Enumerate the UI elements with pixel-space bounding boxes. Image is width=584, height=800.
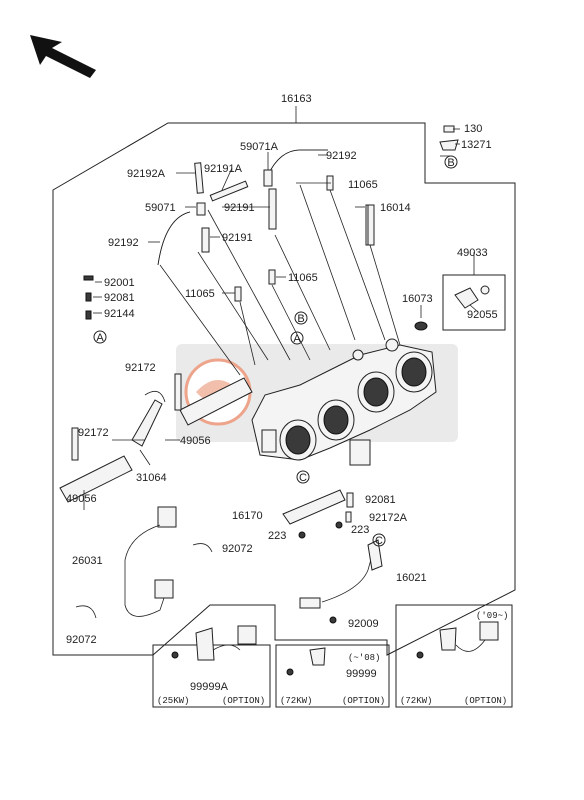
callout-92055: 92055: [467, 309, 498, 321]
option-box-25kw: [152, 625, 271, 708]
option-box-72kw-08: [275, 644, 390, 708]
callout-92072-a: 92072: [222, 543, 253, 555]
svg-text:B: B: [297, 313, 304, 325]
callout-59071: 59071: [145, 202, 176, 214]
ref-circle-b-1: B: [444, 155, 458, 169]
box3-year-label: ('09~): [476, 611, 508, 621]
callout-92172a: 92172A: [369, 512, 408, 524]
ref-circle-c-1: C: [296, 470, 310, 484]
svg-text:C: C: [375, 535, 383, 547]
fuel-rails: [59, 373, 253, 510]
callout-92191a: 92191A: [204, 163, 243, 175]
callout-11065-a: 11065: [348, 179, 378, 191]
callout-16073: 16073: [402, 293, 433, 305]
box2-option-label: (OPTION): [342, 696, 385, 706]
svg-text:B: B: [447, 157, 454, 169]
callout-92192a: 92192A: [127, 168, 166, 180]
svg-text:C: C: [299, 472, 307, 484]
callout-92144: 92144: [104, 308, 135, 320]
callout-92172-a: 92172: [125, 362, 156, 374]
throttle-body-assembly: [251, 338, 437, 466]
callout-92192-top: 92192: [326, 150, 357, 162]
callout-31064: 31064: [136, 472, 167, 484]
box1-power-label: (25KW): [157, 696, 189, 706]
ref-circle-a-2: A: [290, 331, 304, 345]
callout-49033: 49033: [457, 247, 488, 259]
callout-92191-b: 92191: [222, 232, 253, 244]
svg-text:A: A: [293, 333, 301, 345]
screws-left: [83, 275, 102, 320]
callout-16021: 16021: [396, 572, 427, 584]
callout-223-b: 223: [268, 530, 286, 542]
ref-circle-b-2: B: [294, 311, 308, 325]
callout-92081-b: 92081: [365, 494, 396, 506]
callout-16014: 16014: [380, 202, 411, 214]
callout-49056-a: 49056: [180, 435, 211, 447]
callout-99999: 99999: [346, 668, 377, 680]
callout-92172-b: 92172: [78, 427, 109, 439]
box3-option-label: (OPTION): [464, 696, 507, 706]
callout-13271: 13271: [461, 139, 492, 151]
leader-lines: [148, 128, 460, 376]
callout-11065-b: 11065: [288, 272, 318, 284]
svg-text:A: A: [96, 332, 104, 344]
callout-92001: 92001: [104, 277, 135, 289]
callout-92191-a: 92191: [224, 202, 255, 214]
ref-circle-c-2: C: [372, 533, 386, 547]
callout-92009: 92009: [348, 618, 379, 630]
callout-11065-c: 11065: [185, 288, 215, 300]
box2-power-label: (72KW): [280, 696, 312, 706]
callout-92192-left: 92192: [108, 237, 139, 249]
callout-130: 130: [464, 123, 482, 135]
box3-power-label: (72KW): [400, 696, 432, 706]
option-box-72kw-09: [395, 604, 513, 708]
callout-99999a: 99999A: [190, 681, 229, 693]
callout-16163: 16163: [281, 93, 312, 105]
box2-year-label: (~'08): [348, 653, 380, 663]
ref-circle-a-1: A: [93, 330, 107, 344]
bolt-130: [443, 125, 455, 133]
callout-223-a: 223: [351, 524, 369, 536]
front-arrow-icon: [30, 35, 96, 78]
callout-59071a: 59071A: [240, 141, 279, 153]
callout-92081-a: 92081: [104, 292, 135, 304]
harness-and-sensors: [75, 489, 383, 624]
callout-49056-b: 49056: [66, 493, 97, 505]
sensor-49033-group: [367, 204, 506, 331]
callout-16170: 16170: [232, 510, 263, 522]
box1-option-label: (OPTION): [222, 696, 265, 706]
assembly-frame: [52, 122, 516, 656]
callout-26031: 26031: [72, 555, 103, 567]
callout-92072-b: 92072: [66, 634, 97, 646]
